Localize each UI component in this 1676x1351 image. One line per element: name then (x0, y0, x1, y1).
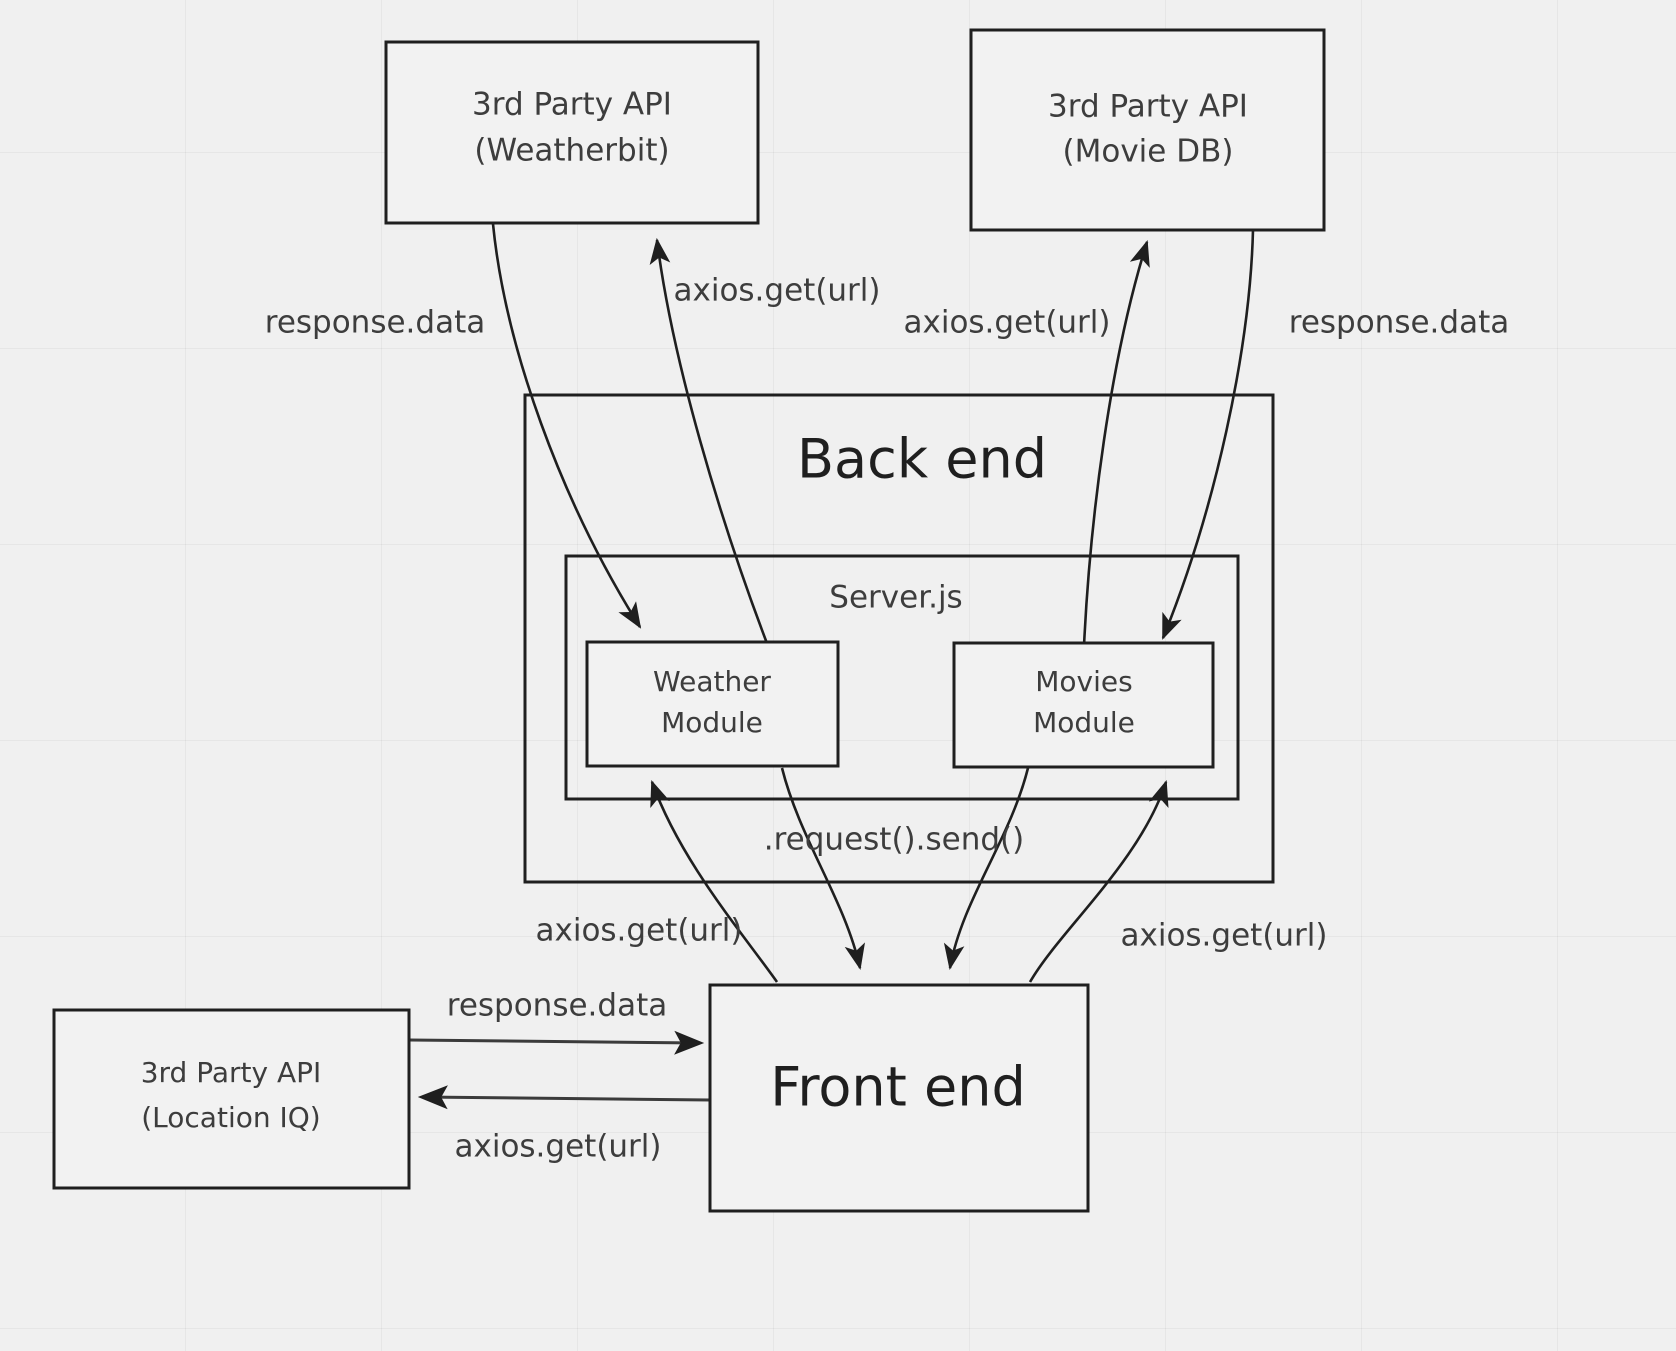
moviedb-api-label-line2: (Movie DB) (1063, 134, 1234, 170)
weatherbit-api-label-line1: 3rd Party API (472, 87, 672, 123)
edge-label-frontend-weather-request: axios.get(url) (535, 913, 742, 949)
edge-weather-module-to-weatherbit (649, 237, 770, 647)
back-end-container[interactable] (523, 393, 1275, 884)
edge-label-moviedb-response: response.data (1289, 305, 1509, 341)
node-weatherbit-api[interactable] (384, 40, 760, 225)
weather-module-label-line2: Module (661, 706, 763, 739)
front-end-label: Front end (770, 1056, 1025, 1119)
edge-weather-module-to-frontend (780, 767, 865, 971)
server-js-label: Server.js (829, 580, 962, 616)
node-front-end[interactable] (708, 983, 1090, 1213)
weatherbit-api-label-line2: (Weatherbit) (474, 133, 669, 169)
edge-movies-module-to-moviedb (1082, 240, 1150, 647)
edge-label-weatherbit-request: axios.get(url) (673, 273, 880, 309)
edge-label-locationiq-response: response.data (447, 988, 667, 1024)
locationiq-api-label-line1: 3rd Party API (141, 1056, 322, 1089)
edge-label-moviedb-request: axios.get(url) (903, 305, 1110, 341)
server-js-container[interactable] (564, 554, 1240, 801)
edge-frontend-to-movies-module (1028, 780, 1169, 983)
node-movies-module[interactable] (952, 641, 1215, 769)
moviedb-api-label-line1: 3rd Party API (1048, 89, 1248, 125)
weather-module-label-line1: Weather (653, 665, 771, 698)
edge-weatherbit-to-weather-module (491, 223, 642, 629)
movies-module-label-line2: Module (1033, 706, 1135, 739)
edge-frontend-to-weather-module (650, 780, 779, 983)
node-moviedb-api[interactable] (969, 28, 1326, 232)
edge-label-server-send: .request().send() (764, 822, 1024, 858)
locationiq-api-label-line2: (Location IQ) (141, 1101, 320, 1134)
edge-label-frontend-movies-request: axios.get(url) (1120, 918, 1327, 954)
node-locationiq-api[interactable] (52, 1008, 411, 1190)
node-weather-module[interactable] (585, 640, 840, 768)
movies-module-label-line1: Movies (1035, 665, 1132, 698)
edge-movies-module-to-frontend (943, 767, 1030, 971)
edge-frontend-to-locationiq (417, 1085, 711, 1110)
edge-locationiq-to-frontend (409, 1030, 705, 1055)
edge-moviedb-to-movies-module (1161, 229, 1255, 640)
back-end-label: Back end (797, 428, 1047, 491)
edge-label-locationiq-request: axios.get(url) (454, 1129, 661, 1165)
edge-label-weatherbit-response: response.data (265, 305, 485, 341)
